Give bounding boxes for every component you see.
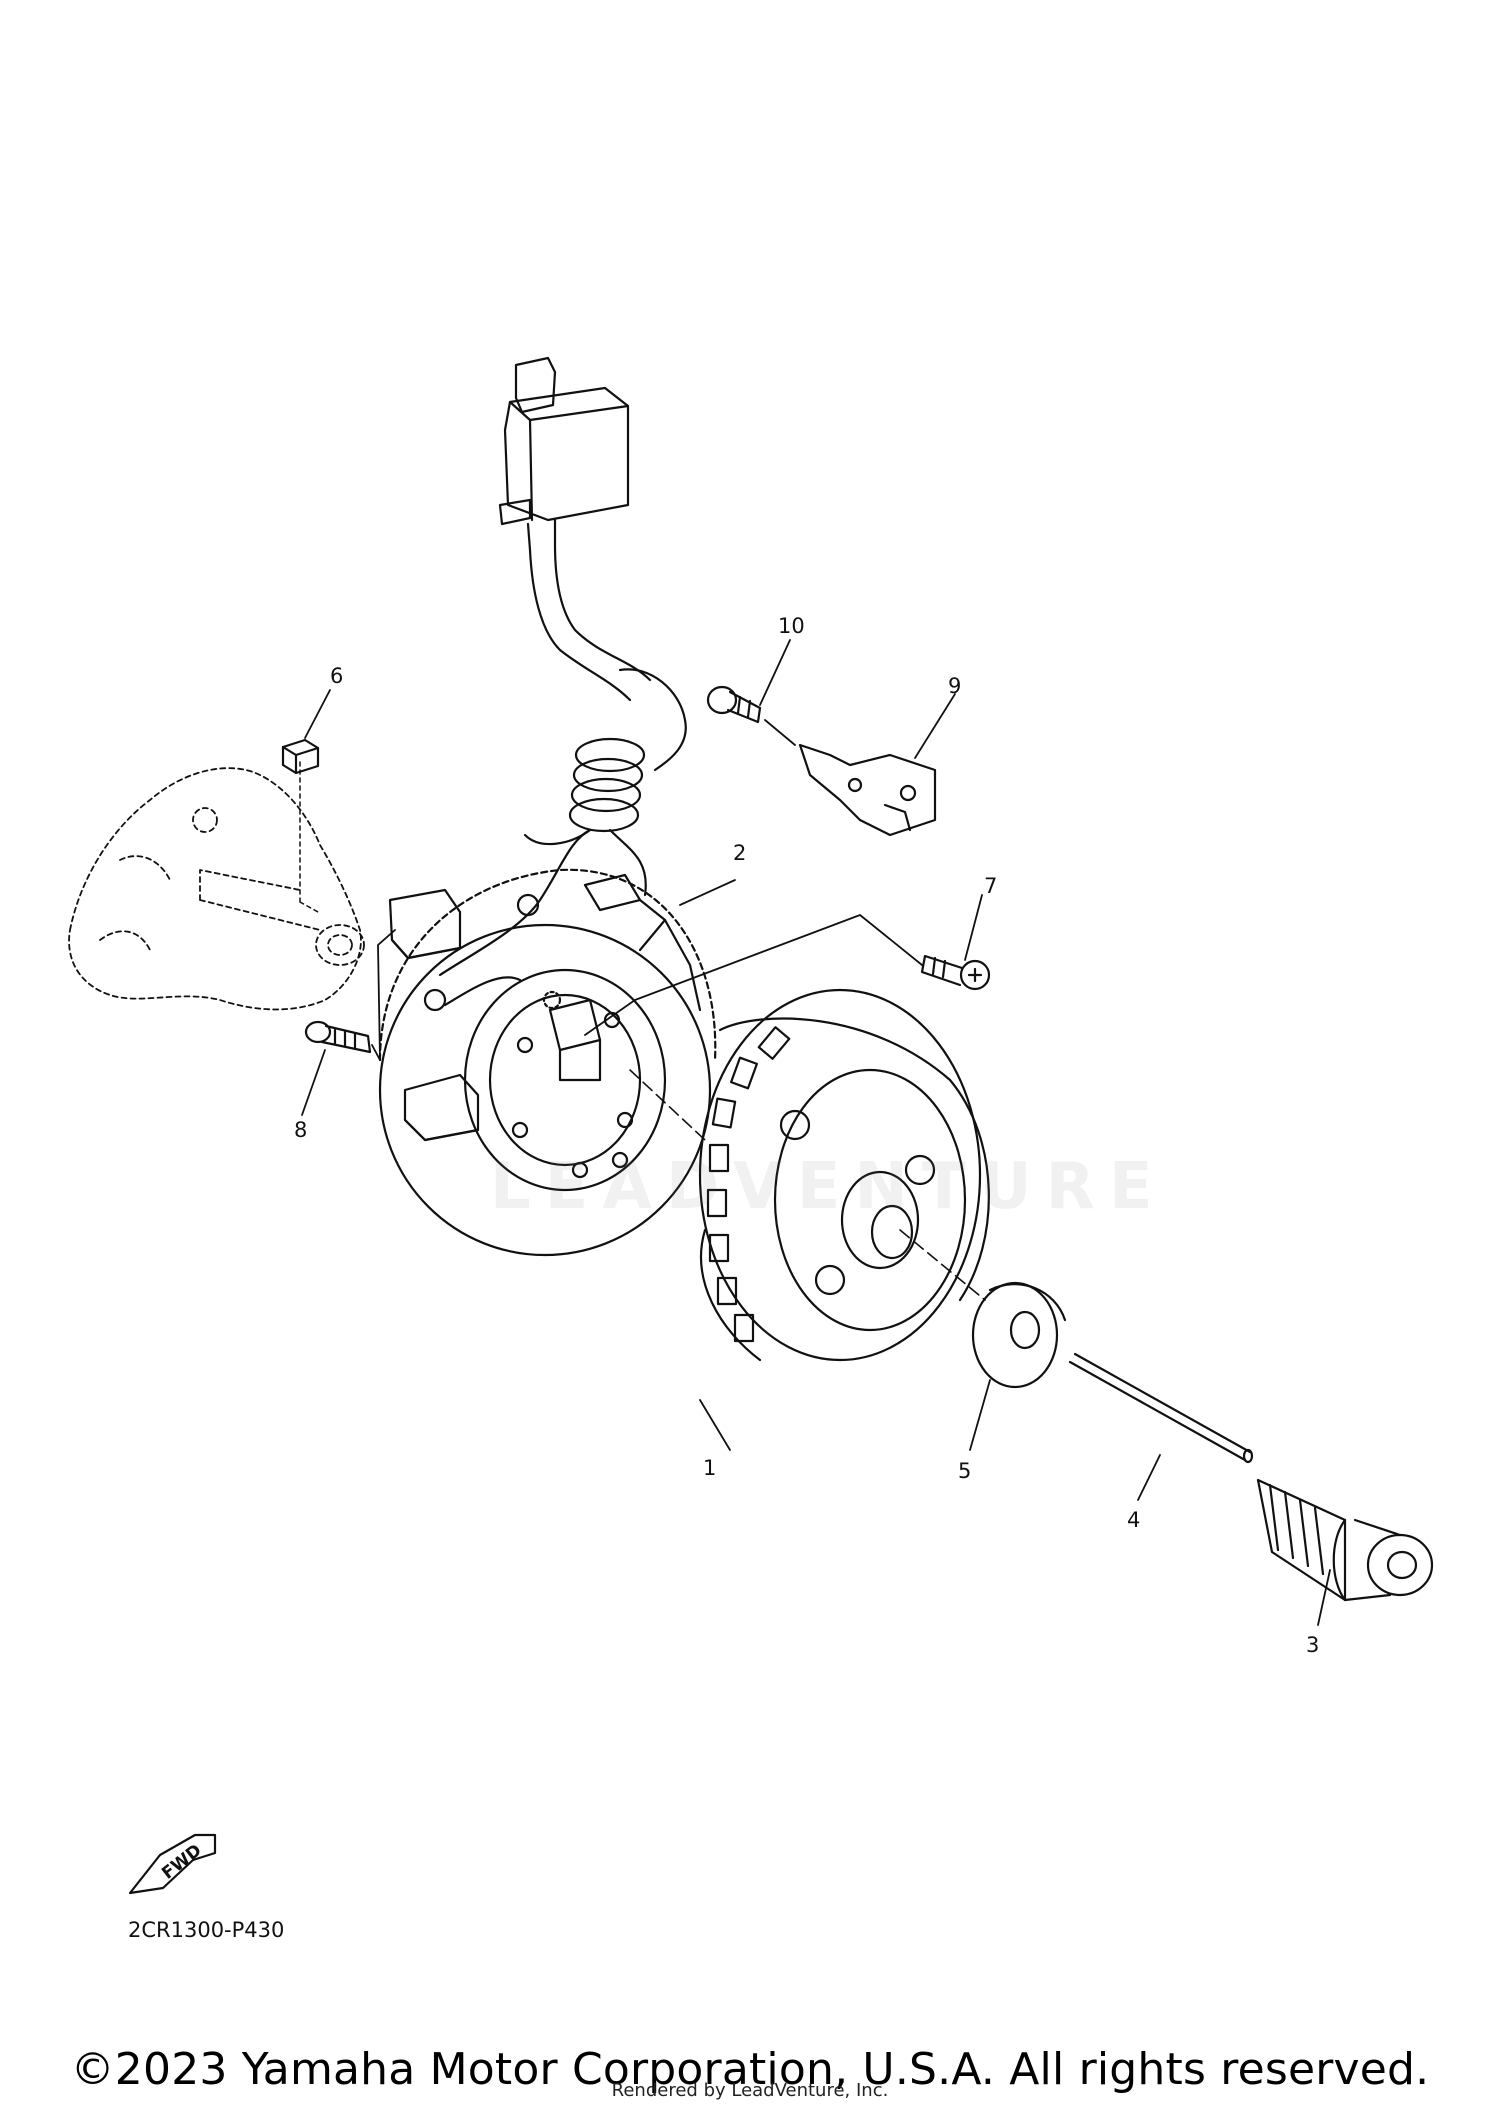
flywheel-bolt[interactable] xyxy=(1256,1478,1434,1602)
callout-7: 7 xyxy=(984,874,997,898)
screw7-leader xyxy=(584,914,923,1036)
screw10-leader xyxy=(764,719,796,746)
bracket-screw[interactable] xyxy=(706,685,762,724)
shaft-axis-line xyxy=(629,1069,986,1301)
flywheel-rotor[interactable] xyxy=(698,988,990,1362)
lead-wire-bracket[interactable] xyxy=(798,743,937,837)
woodruff-key[interactable] xyxy=(281,738,320,775)
copyright-notice: ©2023 Yamaha Motor Corporation, U.S.A. A… xyxy=(70,2044,1430,2095)
drawing-code: 2CR1300-P430 xyxy=(128,1918,285,1942)
bolt8-leader xyxy=(371,929,396,1061)
washer[interactable] xyxy=(971,1281,1067,1389)
stator-bolt[interactable] xyxy=(304,1020,372,1054)
callout-1: 1 xyxy=(703,1456,716,1480)
callout-10: 10 xyxy=(778,614,805,638)
callout-2: 2 xyxy=(733,841,746,865)
woodruff-wire[interactable] xyxy=(1068,1352,1254,1464)
callout-leaders xyxy=(301,639,1331,1626)
fwd-label: FWD xyxy=(158,1841,205,1884)
callout-3: 3 xyxy=(1306,1633,1319,1657)
callout-5: 5 xyxy=(958,1459,971,1483)
wire-harness[interactable] xyxy=(498,356,687,897)
callout-8: 8 xyxy=(294,1118,307,1142)
callout-6: 6 xyxy=(330,664,343,688)
rendered-by-credit: Rendered by LeadVenture, Inc. xyxy=(611,2080,889,2101)
pickup-screw[interactable] xyxy=(920,954,991,991)
key-leader-line xyxy=(299,761,319,913)
callout-9: 9 xyxy=(948,674,961,698)
crankcase-reference xyxy=(68,767,365,1011)
stator-assembly[interactable] xyxy=(378,828,717,1257)
fwd-arrow xyxy=(128,1833,217,1895)
callout-4: 4 xyxy=(1127,1508,1140,1532)
watermark: LEADVENTURE xyxy=(490,1150,1167,1224)
